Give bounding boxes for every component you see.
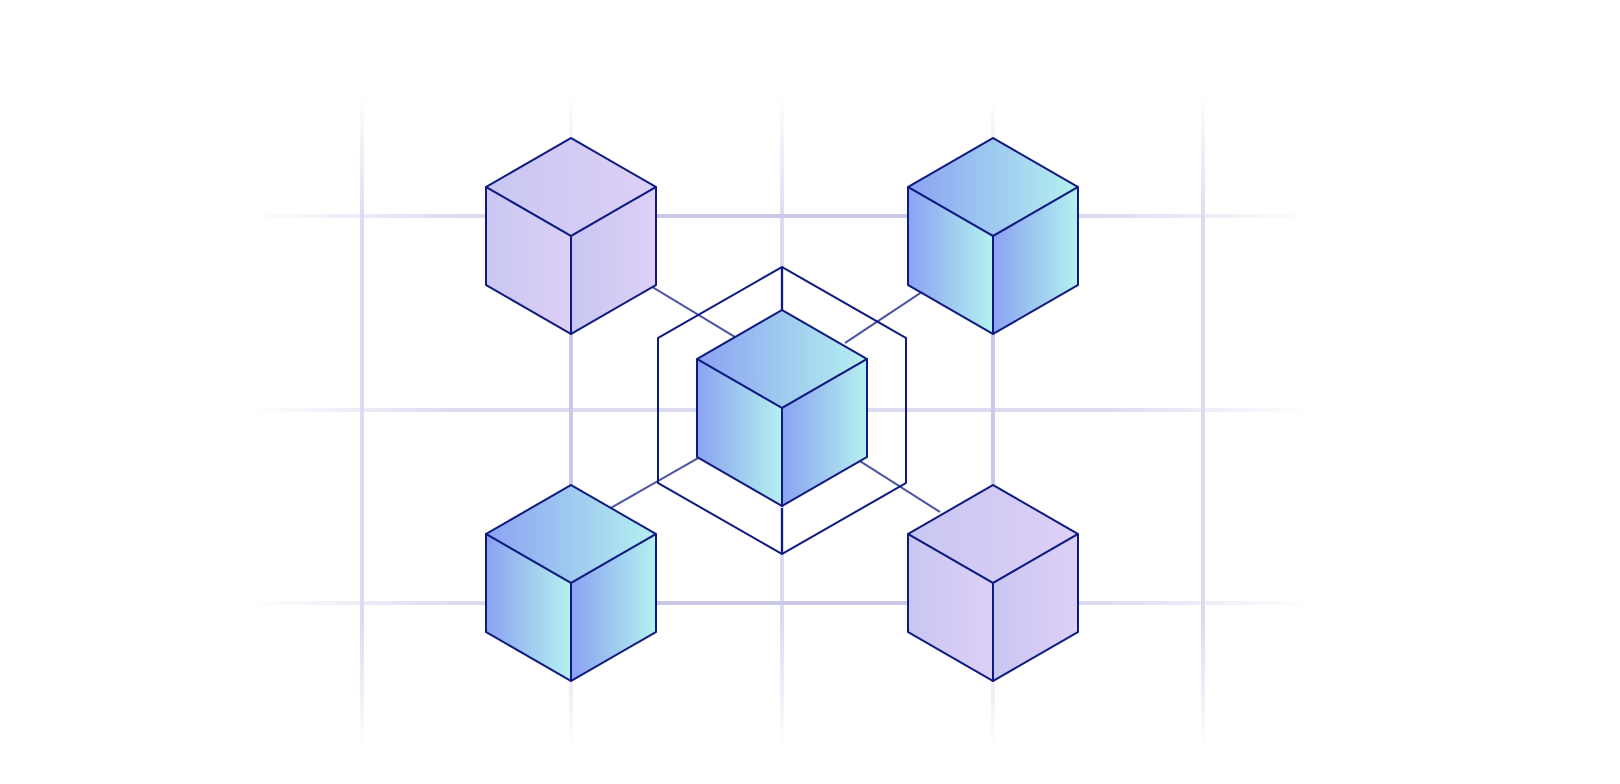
grid-line-vertical xyxy=(360,95,364,750)
cube-group xyxy=(485,137,1079,682)
bottom-right-cube xyxy=(907,484,1079,682)
outline-cube xyxy=(657,266,907,555)
center-cube xyxy=(696,309,868,507)
cube-right-face xyxy=(992,533,1079,682)
cube-right-face xyxy=(570,533,657,682)
bottom-left-cube xyxy=(485,484,657,682)
cube-right-face xyxy=(781,358,868,507)
grid-line-vertical xyxy=(1201,95,1205,750)
cube-right-face xyxy=(992,186,1079,335)
cube-right-face xyxy=(570,186,657,335)
top-left-cube xyxy=(485,137,657,335)
top-right-cube xyxy=(907,137,1079,335)
